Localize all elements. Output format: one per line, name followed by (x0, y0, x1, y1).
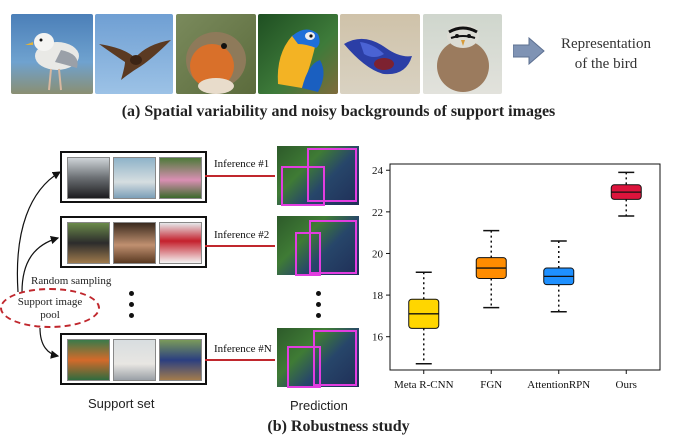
ellipsis-dot (129, 291, 134, 296)
ellipsis-dot (316, 302, 321, 307)
support-thumb-skier (159, 222, 202, 264)
y-tick-label: 16 (372, 332, 384, 344)
detection-box (307, 148, 357, 202)
x-tick-label: Meta R-CNN (394, 379, 454, 391)
support-thumb-surfer (113, 157, 156, 199)
eagle-illustration (99, 40, 171, 80)
macaw-illustration (277, 29, 324, 92)
right-arrow-icon (513, 37, 545, 65)
support-thumb-smiling-man (113, 222, 156, 264)
y-tick-label: 22 (372, 207, 383, 219)
y-tick-label: 24 (372, 165, 384, 177)
bird-image-eagle (95, 14, 173, 94)
support-thumb-catcher (67, 222, 110, 264)
representation-label: Representation of the bird (546, 34, 666, 74)
inference-line-2 (205, 245, 275, 247)
support-thumb-elderly-man (113, 339, 156, 381)
pool-label: Support image pool (0, 296, 100, 322)
inference-label-2: Inference #2 (214, 229, 270, 241)
sparrow-illustration (437, 24, 489, 92)
support-set-2 (60, 216, 207, 268)
prediction-image-1 (277, 146, 359, 206)
detection-box (309, 220, 357, 274)
x-tick-label: FGN (480, 379, 502, 391)
prediction-label: Prediction (290, 398, 348, 413)
support-set-1 (60, 151, 207, 203)
pool-line-2: pool (40, 309, 60, 321)
detection-box (313, 330, 357, 386)
prediction-image-n (277, 328, 359, 388)
bird-image-macaw (258, 14, 338, 94)
prediction-image-2 (277, 216, 359, 276)
ellipsis-dot (129, 302, 134, 307)
bird-image-seagull (11, 14, 93, 94)
detection-box (295, 232, 321, 276)
caption-b: (b) Robustness study (267, 418, 410, 435)
x-tick-label: Ours (616, 379, 637, 391)
inference-label-n: Inference #N (214, 343, 272, 355)
ellipsis-dot (316, 291, 321, 296)
robin-illustration (186, 32, 246, 94)
bird-image-blue-bird (340, 14, 420, 94)
support-set-n (60, 333, 207, 385)
support-image-pool (0, 288, 100, 328)
detection-box (281, 166, 325, 206)
support-set-label: Support set (88, 396, 155, 411)
detection-box (287, 346, 321, 388)
plot-frame (389, 163, 661, 371)
blue-bird-illustration (344, 38, 412, 75)
y-tick-label: 20 (372, 248, 384, 260)
pool-line-1: Support image (17, 296, 83, 308)
y-tick-label: 18 (372, 290, 384, 302)
representation-line-1: Representation (561, 36, 651, 52)
inference-line-n (205, 359, 275, 361)
seagull-illustration (25, 33, 79, 91)
random-sampling-label: Random sampling (31, 275, 112, 287)
representation-line-2: of the bird (574, 56, 638, 72)
ellipsis-dot (316, 313, 321, 318)
x-tick-label: AttentionRPN (527, 379, 590, 391)
inference-label-1: Inference #1 (214, 158, 270, 170)
support-thumb-man-suit (67, 157, 110, 199)
support-thumb-baseball (159, 339, 202, 381)
ellipsis-dot (129, 313, 134, 318)
bird-image-sparrow (423, 14, 502, 94)
support-thumb-tennis (67, 339, 110, 381)
bird-image-robin (176, 14, 256, 94)
caption-a: (a) Spatial variability and noisy backgr… (121, 103, 556, 120)
inference-line-1 (205, 175, 275, 177)
support-thumb-girl-grass (159, 157, 202, 199)
